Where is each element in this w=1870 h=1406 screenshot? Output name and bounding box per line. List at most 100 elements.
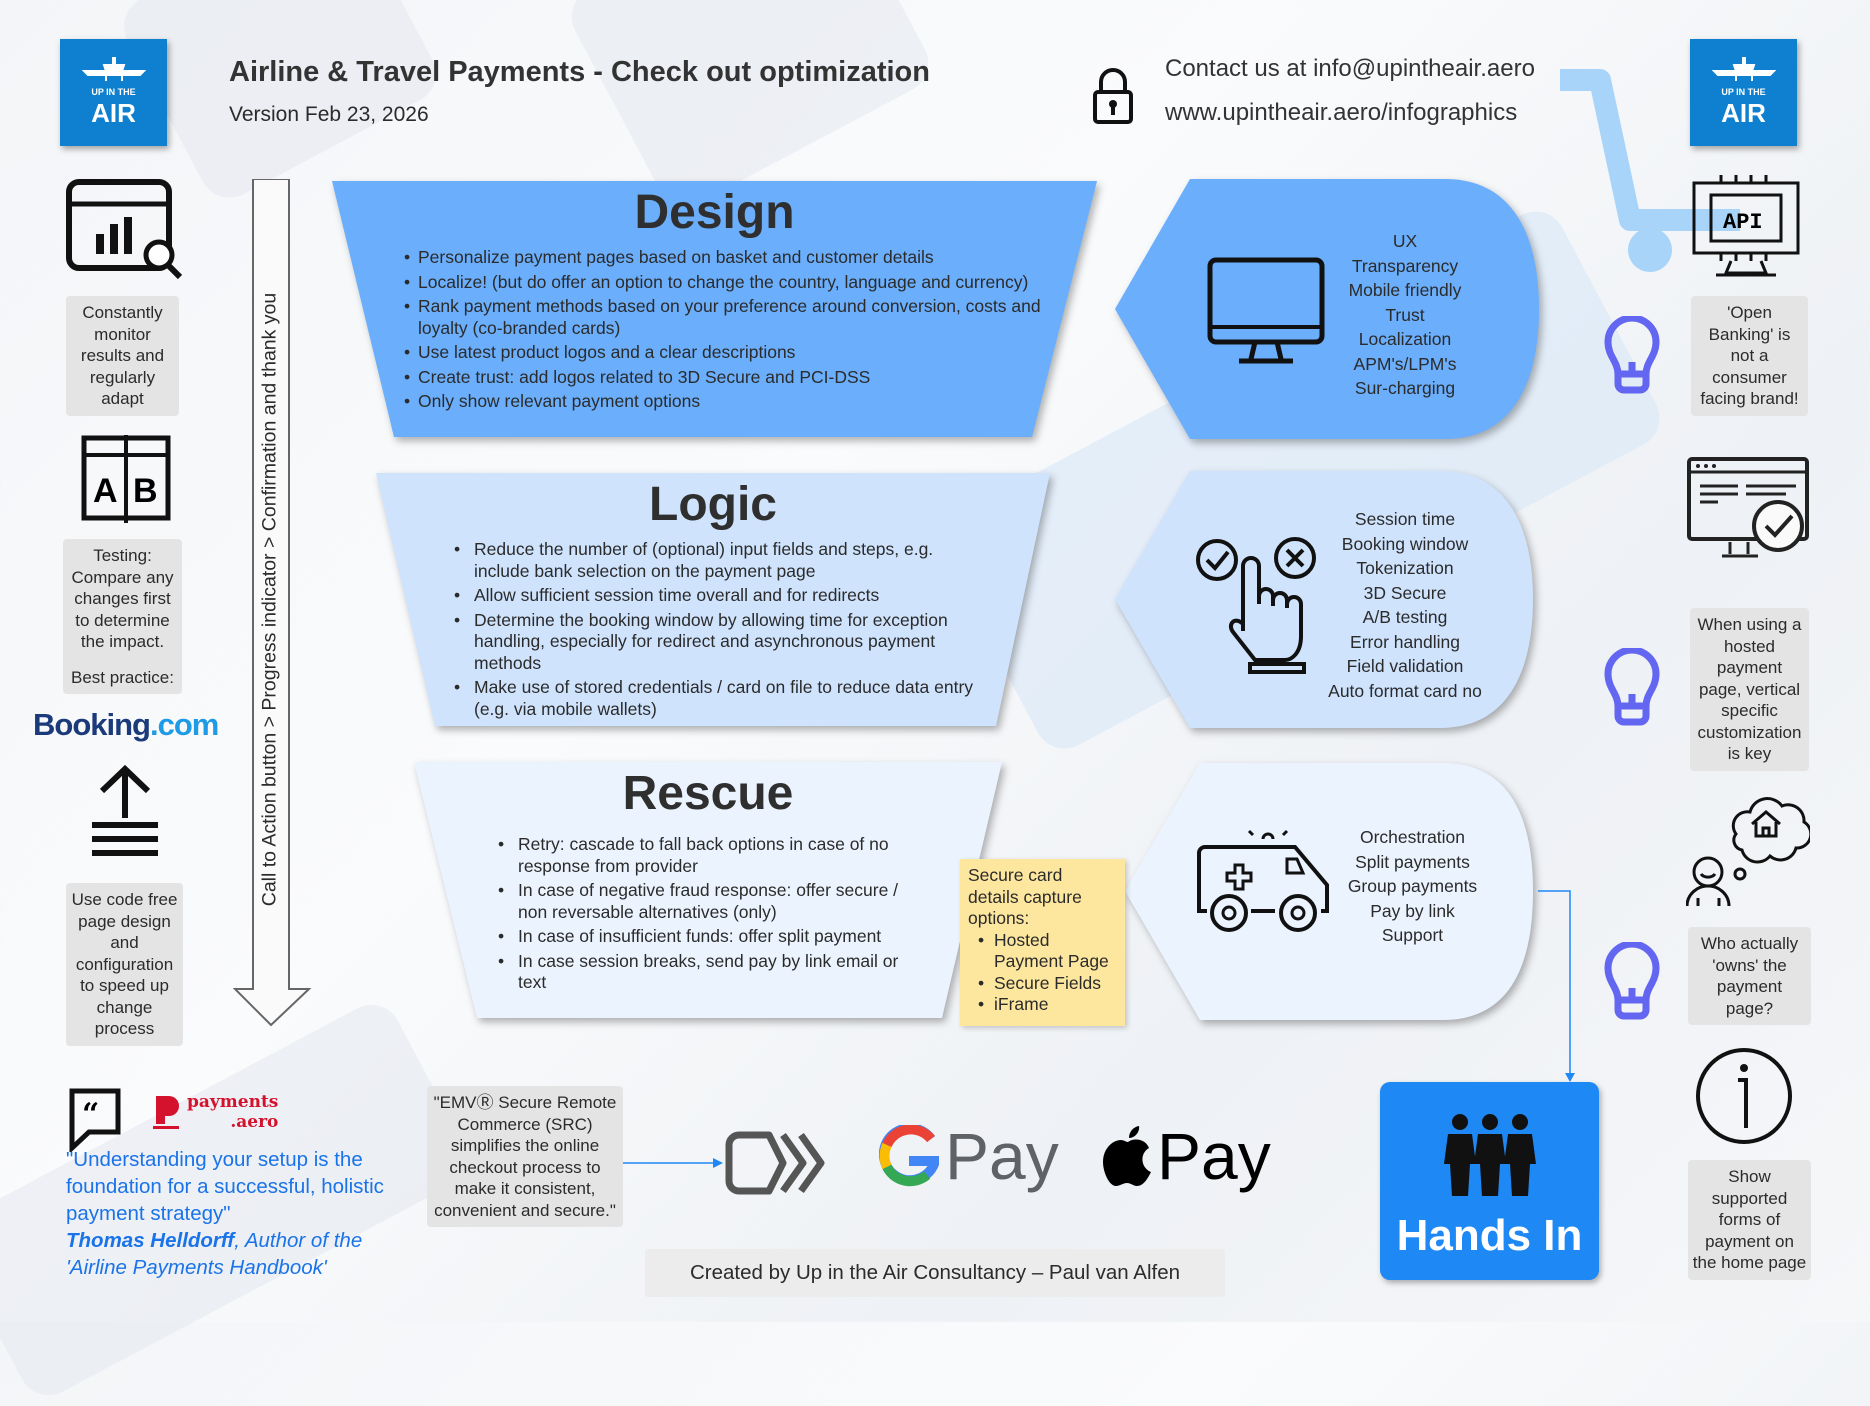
design-bullet: Personalize payment pages based on baske… [404, 247, 1044, 269]
logic-bullets: Reduce the number of (optional) input fi… [454, 539, 974, 723]
ab-testing-tip: Testing: Compare any changes first to de… [63, 539, 182, 694]
version-label: Version Feb 23, 2026 [229, 103, 429, 126]
svg-text:B: B [133, 472, 158, 510]
logic-section: Logic Reduce the number of (optional) in… [376, 471, 1050, 728]
secure-note-heading: Secure card details capture options: [968, 865, 1082, 928]
payments-logo-text: .aero [230, 1112, 279, 1132]
design-keywords-shape [1115, 179, 1539, 439]
quote-author: Thomas Helldorff [66, 1229, 235, 1252]
desktop-monitor-icon [1207, 257, 1325, 364]
cart-background-icon [1560, 69, 1740, 272]
keyword: APM's/LPM's [1353, 353, 1457, 374]
flow-arrow-label: Call to Action button > Progress indicat… [258, 292, 281, 907]
contact-email-link[interactable]: Contact us at info@upintheair.aero [1165, 55, 1535, 82]
keyword: A/B testing [1362, 607, 1448, 627]
quote-author-role: , Author of the 'Airline Payments Handbo… [66, 1229, 363, 1279]
apple-pay-logo: Pay [1103, 1118, 1271, 1194]
design-bullet: Rank payment methods based on your prefe… [404, 296, 1044, 339]
airplane-icon [81, 57, 146, 81]
google-pay-logo: Pay [879, 1118, 1059, 1194]
quote-text: "Understanding your setup is the foundat… [66, 1148, 384, 1225]
touch-check-cross-icon [1196, 537, 1316, 674]
booking-logo-suffix: .com [150, 707, 219, 742]
logic-bullet: Reduce the number of (optional) input fi… [454, 539, 974, 582]
logo-text: AIR [91, 98, 136, 128]
hands-in-logo: Hands In [1380, 1082, 1599, 1280]
monitor-tip: Constantly monitor results and regularly… [66, 296, 179, 416]
logic-bullet: Determine the booking window by allowing… [454, 610, 974, 675]
upload-icon [92, 764, 158, 856]
secure-card-note: Secure card details capture options: Hos… [960, 859, 1125, 1026]
design-section: Design Personalize payment pages based o… [332, 179, 1097, 439]
best-practice-label: Best practice: [71, 667, 174, 687]
rescue-section: Rescue Retry: cascade to fall back optio… [414, 760, 1002, 1020]
ambulance-icon [1197, 829, 1329, 932]
booking-logo-text: Booking [33, 707, 151, 742]
keyword: Group payments [1347, 876, 1478, 896]
design-bullet: Localize! (but do offer an option to cha… [404, 272, 1044, 294]
google-pay-text: Pay [945, 1119, 1059, 1193]
design-bullet: Create trust: add logos related to 3D Se… [404, 367, 1044, 389]
up-in-the-air-logo: UP IN THE AIR [60, 39, 167, 146]
airplane-icon [1711, 57, 1776, 81]
rescue-title: Rescue [622, 767, 794, 820]
design-title: Design [634, 186, 795, 239]
click-to-pay-icon [725, 1131, 825, 1195]
lightbulb-icon [1604, 942, 1660, 1020]
logo-text: UP IN THE [1721, 87, 1766, 97]
keyword: Session time [1354, 509, 1456, 529]
design-bullet: Use latest product logos and a clear des… [404, 342, 1044, 364]
rescue-bullet: In case session breaks, send pay by link… [498, 951, 918, 994]
code-free-tip: Use code free page design and configurat… [66, 883, 183, 1046]
api-label: API [1723, 210, 1763, 235]
lightbulb-icon [1604, 316, 1660, 394]
keyword: Localization [1358, 329, 1452, 349]
hands-in-text: Hands In [1396, 1211, 1583, 1260]
keyword: Orchestration [1359, 827, 1466, 847]
apple-pay-text: Pay [1157, 1119, 1271, 1193]
footer-credit: Created by Up in the Air Consultancy – P… [645, 1249, 1225, 1297]
google-g-icon [879, 1125, 939, 1187]
monitor-check-icon [1687, 457, 1809, 558]
logic-keywords-shape [1115, 471, 1533, 728]
emv-arrow [623, 1158, 723, 1168]
payments-aero-mark-icon [153, 1096, 179, 1129]
secure-note-item: iFrame [978, 994, 1117, 1016]
up-in-the-air-logo-right: UP IN THE AIR [1690, 39, 1797, 146]
keyword: Trust [1385, 304, 1425, 325]
secure-note-item: Hosted Payment Page [978, 930, 1117, 973]
keyword: Pay by link [1370, 900, 1455, 921]
website-link[interactable]: www.upintheair.aero/infographics [1165, 99, 1518, 126]
keyword: 3D Secure [1363, 582, 1447, 603]
quote-block: "Understanding your setup is the foundat… [66, 1146, 396, 1281]
connector-line [1538, 890, 1575, 1082]
design-bullet: Only show relevant payment options [404, 391, 1044, 413]
logo-text: UP IN THE [91, 87, 136, 97]
keyword: Booking window [1341, 533, 1469, 554]
keyword: Mobile friendly [1348, 280, 1462, 300]
payments-aero-logo: payments.aero [153, 1092, 278, 1132]
emv-quote: "EMVⓇ Secure Remote Commerce (SRC) simpl… [427, 1086, 623, 1227]
secure-note-item: Secure Fields [978, 973, 1117, 995]
keyword: Transparency [1351, 255, 1459, 276]
keyword: Tokenization [1356, 558, 1454, 578]
flow-arrow [233, 179, 312, 1027]
logic-bullet: Allow sufficient session time overall an… [454, 585, 974, 607]
show-forms-tip: Show supported forms of payment on the h… [1688, 1160, 1811, 1280]
api-chip-icon: API [1692, 175, 1800, 277]
design-bullets: Personalize payment pages based on baske… [404, 247, 1044, 416]
keyword: Error handling [1350, 631, 1460, 652]
logic-bullet: Make use of stored credentials / card on… [454, 677, 974, 720]
keyword: Field validation [1346, 656, 1464, 676]
person-thinking-home-icon [1686, 797, 1810, 907]
keyword: Support [1381, 925, 1444, 945]
rescue-bullets: Retry: cascade to fall back options in c… [498, 834, 918, 997]
ab-testing-text: Testing: Compare any changes first to de… [71, 546, 174, 651]
